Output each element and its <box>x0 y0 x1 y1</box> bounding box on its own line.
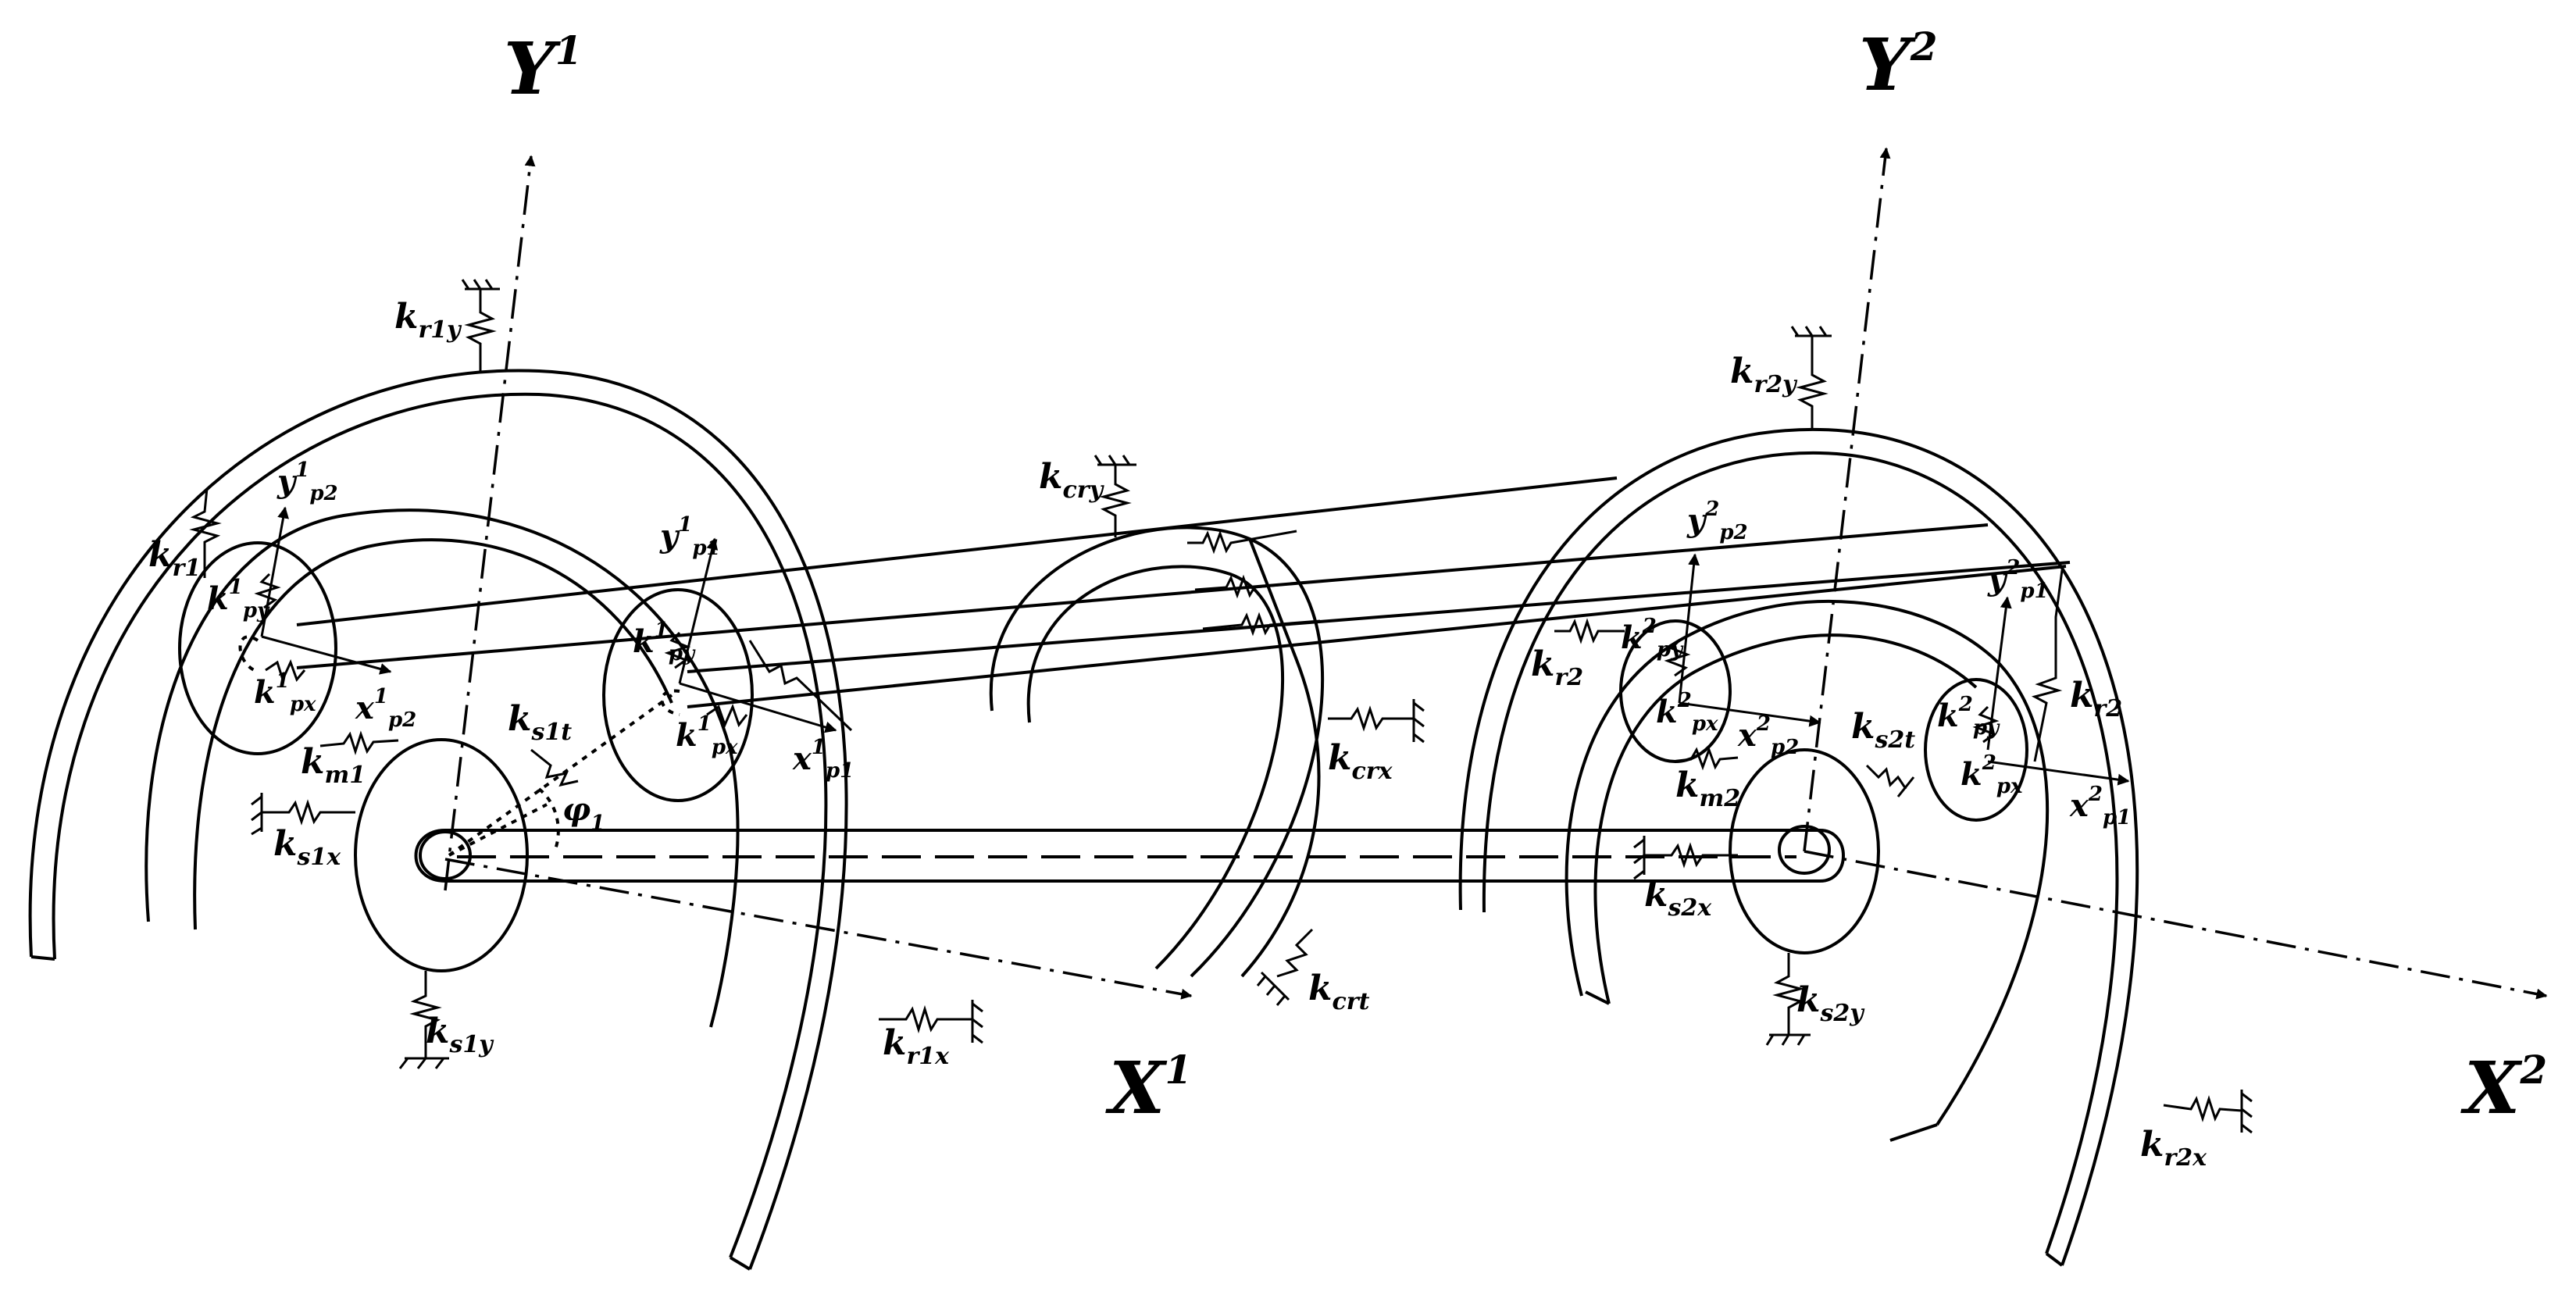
x-p2-axis-1 <box>261 635 392 675</box>
label-km1: km1 <box>301 742 366 789</box>
carrier-arc <box>989 526 1325 978</box>
ring-gear-1 <box>28 369 848 1271</box>
phi-arc <box>537 787 560 852</box>
spring-kcry <box>1094 455 1136 537</box>
spring-ks1y <box>398 971 449 1069</box>
carrier <box>989 455 1425 1006</box>
label-kr2x: kr2x <box>2140 1125 2207 1172</box>
y-p1-axis-2 <box>1986 596 2012 751</box>
label-y-p2-1: y1p2 <box>277 458 338 505</box>
label-y2: Y2 <box>1859 23 1937 107</box>
label-ks2t: ks2t <box>1851 707 1915 754</box>
label-x-p2-2: x2p2 <box>1737 712 1799 759</box>
labels: Y1 Y2 X1 X2 kr1y kr1 k1py k1px y1p2 x1p2… <box>148 23 2547 1172</box>
label-x1: X1 <box>1105 1046 1192 1130</box>
spring-kcr-2 <box>1194 574 1313 599</box>
spring-kcrx <box>1328 699 1425 744</box>
spring-ks2x <box>1633 836 1738 880</box>
planet-shaft-upper <box>296 476 1989 669</box>
label-kr2y: kr2y <box>1730 351 1798 398</box>
spring-kr2-left <box>1554 618 1625 644</box>
x2-axis <box>1804 850 2548 1000</box>
shafts <box>296 476 2071 883</box>
label-kpx-p1-1: k1px <box>676 712 738 759</box>
label-kpy-p1-1: k1py <box>633 619 696 665</box>
label-kpx-p1-2: k2px <box>1961 751 2023 798</box>
planet-shaft-lower <box>687 561 2071 708</box>
spring-kpx-p2-1 <box>265 659 306 683</box>
label-kcry: kcry <box>1039 457 1105 504</box>
planet-p1-stage1 <box>602 588 754 802</box>
label-x2: X2 <box>2460 1046 2547 1130</box>
spring-kr1 <box>189 487 222 578</box>
inner-ring-2 <box>1565 599 2050 1142</box>
label-kr1: kr1 <box>148 535 201 582</box>
label-y-p1-1: y1p1 <box>659 513 721 560</box>
label-kcrx: kcrx <box>1328 738 1393 785</box>
label-kcrt: kcrt <box>1308 969 1370 1015</box>
label-y-p1-2: y2p1 <box>1987 556 2049 603</box>
sun-hub-1 <box>419 830 472 880</box>
label-x-p2-1: x1p2 <box>355 685 416 732</box>
label-ks1y: ks1y <box>426 1011 494 1058</box>
spring-kpy-p1-1 <box>664 631 691 669</box>
label-kpy-p2-1: k1py <box>207 576 270 623</box>
label-x-p1-1: x1p1 <box>792 736 854 783</box>
label-kr1y: kr1y <box>394 297 462 344</box>
carrier-shaft <box>414 829 1845 883</box>
label-kr2-right: kr2 <box>2070 676 2122 722</box>
label-ks2y: ks2y <box>1796 980 1865 1027</box>
label-kpy-p1-2: k2py <box>1937 693 2000 740</box>
spring-ks2y <box>1765 953 1811 1046</box>
spring-kpy-p2-1 <box>254 573 281 609</box>
label-ks1t: ks1t <box>508 699 572 746</box>
stage1 <box>28 279 983 1271</box>
label-km2: km2 <box>1675 765 1740 812</box>
spring-ks2t <box>1865 764 1915 797</box>
label-x-p1-2: x2p1 <box>2069 783 2131 829</box>
stage2 <box>1458 326 2253 1267</box>
x-p1-axis-2 <box>1987 760 2130 786</box>
spring-kr1x <box>879 1000 983 1044</box>
label-ks2x: ks2x <box>1644 875 1712 922</box>
inner-ring-1 <box>144 508 740 1028</box>
label-kpy-p2-2: k2py <box>1621 615 1684 662</box>
x-p2-axis-2 <box>1679 701 1821 727</box>
spring-kpx-p1-1 <box>706 703 748 729</box>
planet-p1-stage2 <box>1924 678 2028 822</box>
label-kr2-left: kr2 <box>1531 644 1583 691</box>
spring-kcr-3 <box>1202 612 1321 637</box>
spring-kpy-p2-2 <box>1664 639 1691 677</box>
label-ks1x: ks1x <box>273 824 341 871</box>
spring-kr2x <box>2163 1090 2253 1134</box>
spring-ks1t <box>530 748 579 787</box>
spring-kpy-p1-2 <box>1972 705 2000 744</box>
spring-km2 <box>1671 746 1739 771</box>
spring-kr1y <box>461 279 500 371</box>
y1-axis <box>444 155 536 891</box>
y-p2-axis-1 <box>260 506 289 637</box>
y2-axis <box>1803 147 1891 852</box>
planet-p2-stage1 <box>178 541 337 755</box>
label-y-p2-2: y2p2 <box>1686 498 1748 544</box>
sun-hub-2 <box>1778 825 1831 875</box>
spring-kr2-right <box>2031 569 2064 762</box>
spring-ks1x <box>251 793 355 836</box>
sun-gear-2 <box>1729 748 1880 954</box>
x-p1-axis-1 <box>679 682 837 733</box>
label-phi: φ1 <box>562 791 605 835</box>
label-y1: Y1 <box>504 27 582 111</box>
label-kpx-p2-2: k2px <box>1656 689 1718 736</box>
label-kpx-p2-1: k1px <box>254 669 316 716</box>
spring-kr2y <box>1790 326 1832 430</box>
ring-gear-2 <box>1458 427 2139 1267</box>
label-kr1x: kr1x <box>883 1023 950 1070</box>
spring-kcrt <box>1256 928 1314 1006</box>
spring-kcr-1 <box>1187 530 1297 555</box>
y-p2-axis-2 <box>1678 553 1700 704</box>
spring-km1 <box>319 730 399 755</box>
sun-gear-1 <box>354 738 529 972</box>
